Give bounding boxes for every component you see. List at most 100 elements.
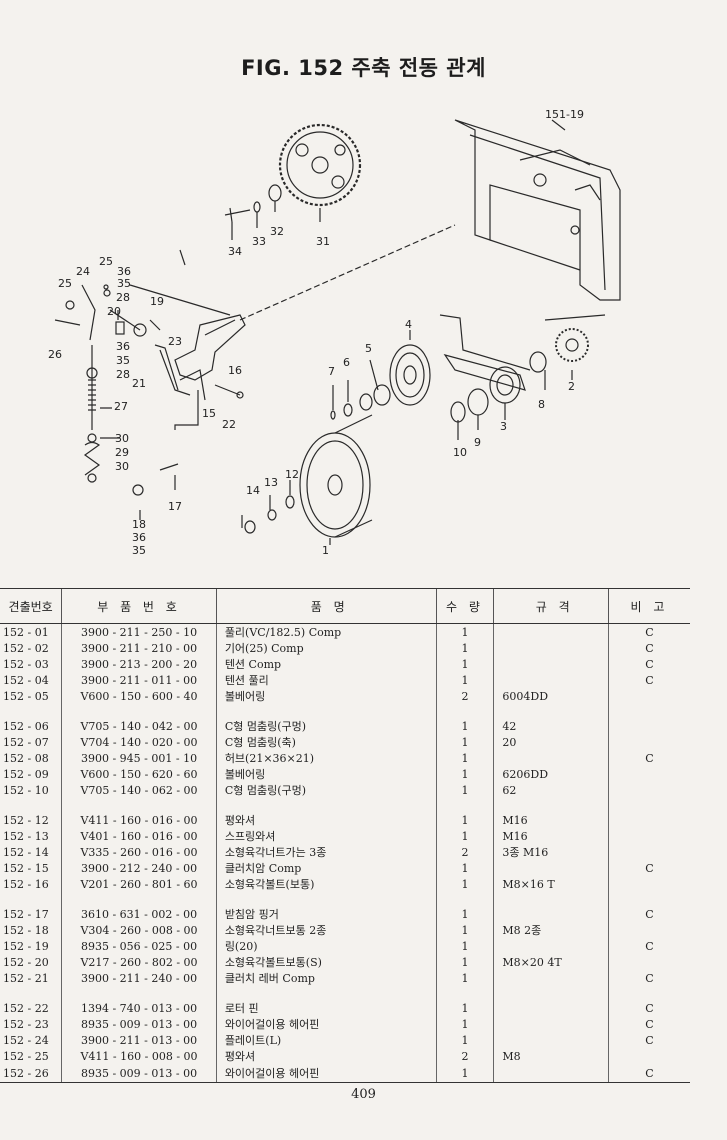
part-no-cell: 8935 - 009 - 013 - 00 bbox=[61, 1016, 217, 1032]
quantity-cell: 2 bbox=[435, 688, 494, 704]
callout-no-cell: 152 - 02 bbox=[3, 641, 49, 655]
quantity-cell: 1 bbox=[435, 766, 494, 782]
spec-cell bbox=[493, 1000, 609, 1016]
nut-18 bbox=[132, 484, 144, 496]
part-no-cell: V705 - 140 - 062 - 00 bbox=[61, 782, 217, 798]
part-name-cell: 허브(21×36×21) bbox=[215, 750, 437, 766]
part-no-cell: 3900 - 211 - 250 - 10 bbox=[61, 623, 217, 640]
spec-cell: 6206DD bbox=[493, 766, 609, 782]
clutch-arm-assembly bbox=[109, 284, 246, 401]
header-remarks: 비 고 bbox=[608, 588, 690, 624]
callout-24: 24 bbox=[76, 265, 90, 278]
callout-no-cell: 152 - 21 bbox=[3, 971, 49, 985]
spec-cell: M16 bbox=[493, 828, 609, 844]
spacer-cell bbox=[435, 892, 494, 906]
part-no-cell: V335 - 260 - 016 - 00 bbox=[61, 844, 217, 860]
callout-no-cell: 152 - 10 bbox=[3, 783, 49, 797]
remarks-cell: C bbox=[608, 672, 690, 688]
part-no-cell: V304 - 260 - 008 - 00 bbox=[61, 922, 217, 938]
remarks-cell: C bbox=[608, 656, 690, 672]
callout-23: 23 bbox=[168, 335, 182, 348]
callout-no-cell: 152 - 04 bbox=[3, 673, 49, 687]
callout-no-cell: 152 - 22 bbox=[3, 1001, 49, 1015]
callout-27: 27 bbox=[114, 400, 128, 413]
spec-cell: M8 bbox=[493, 1048, 609, 1064]
remarks-cell: C bbox=[608, 938, 690, 954]
tension-assembly bbox=[439, 314, 606, 404]
remarks-cell: C bbox=[608, 1016, 690, 1032]
callout-no-cell: 152 - 08 bbox=[3, 751, 49, 765]
group-spacer-row bbox=[0, 704, 690, 718]
quantity-cell: 1 bbox=[435, 1064, 494, 1083]
spec-cell: 3종 M16 bbox=[493, 844, 609, 860]
part-name-cell: 볼베어링 bbox=[215, 688, 437, 704]
part-no-cell: 3900 - 212 - 240 - 00 bbox=[61, 860, 217, 876]
part-name-cell: 플레이트(L) bbox=[215, 1032, 437, 1048]
spacer-cell bbox=[215, 986, 437, 1000]
callout-no-cell: 152 - 23 bbox=[3, 1017, 49, 1031]
spec-cell bbox=[493, 860, 609, 876]
remarks-cell bbox=[608, 922, 690, 938]
spec-cell: 42 bbox=[493, 718, 609, 734]
remarks-cell bbox=[608, 828, 690, 844]
remarks-cell bbox=[608, 734, 690, 750]
remarks-cell bbox=[608, 812, 690, 828]
callout-26: 26 bbox=[48, 348, 62, 361]
callout-8: 8 bbox=[538, 398, 545, 411]
spec-cell bbox=[493, 938, 609, 954]
header-spec: 규 격 bbox=[493, 588, 609, 624]
part-no-cell: 3900 - 211 - 240 - 00 bbox=[61, 970, 217, 986]
spacer-cell bbox=[608, 798, 690, 812]
callout-14: 14 bbox=[246, 484, 260, 497]
part-no-cell: 3900 - 211 - 011 - 00 bbox=[61, 672, 217, 688]
spacer-cell bbox=[0, 798, 62, 812]
header-part-name: 품 명 bbox=[215, 588, 437, 624]
spec-cell: M8 2종 bbox=[493, 922, 609, 938]
remarks-cell bbox=[608, 1048, 690, 1064]
spec-cell bbox=[493, 1064, 609, 1083]
callout-5: 5 bbox=[365, 342, 372, 355]
part-no-cell: 3900 - 213 - 200 - 20 bbox=[61, 656, 217, 672]
callout-28: 28 bbox=[116, 291, 130, 304]
part-name-cell: 볼베어링 bbox=[215, 766, 437, 782]
callout-18: 18 bbox=[132, 518, 146, 531]
part-name-cell: C형 멈춤링(축) bbox=[215, 734, 437, 750]
remarks-cell: C bbox=[608, 1000, 690, 1016]
washer-33 bbox=[253, 201, 261, 213]
spacer-cell bbox=[493, 704, 609, 718]
part-no-cell: 3610 - 631 - 002 - 00 bbox=[61, 906, 217, 922]
callout-30: 30 bbox=[115, 432, 129, 445]
header-callout-no: 견출번호 bbox=[0, 588, 62, 624]
callout-no-cell: 152 - 19 bbox=[3, 939, 49, 953]
part-no-cell: 8935 - 056 - 025 - 00 bbox=[61, 938, 217, 954]
spacer-cell bbox=[493, 986, 609, 1000]
remarks-cell: C bbox=[608, 640, 690, 656]
part-name-cell: 평와셔 bbox=[215, 812, 437, 828]
header-quantity: 수 량 bbox=[435, 588, 494, 624]
spacer-cell bbox=[215, 704, 437, 718]
group-spacer-row bbox=[0, 892, 690, 906]
main-pulley bbox=[244, 414, 373, 538]
page-number: 409 bbox=[351, 1087, 376, 1102]
remarks-cell bbox=[608, 718, 690, 734]
quantity-cell: 1 bbox=[435, 672, 494, 688]
remarks-cell: C bbox=[608, 750, 690, 766]
spec-cell: 62 bbox=[493, 782, 609, 798]
part-no-cell: V704 - 140 - 020 - 00 bbox=[61, 734, 217, 750]
spacer-cell bbox=[608, 892, 690, 906]
